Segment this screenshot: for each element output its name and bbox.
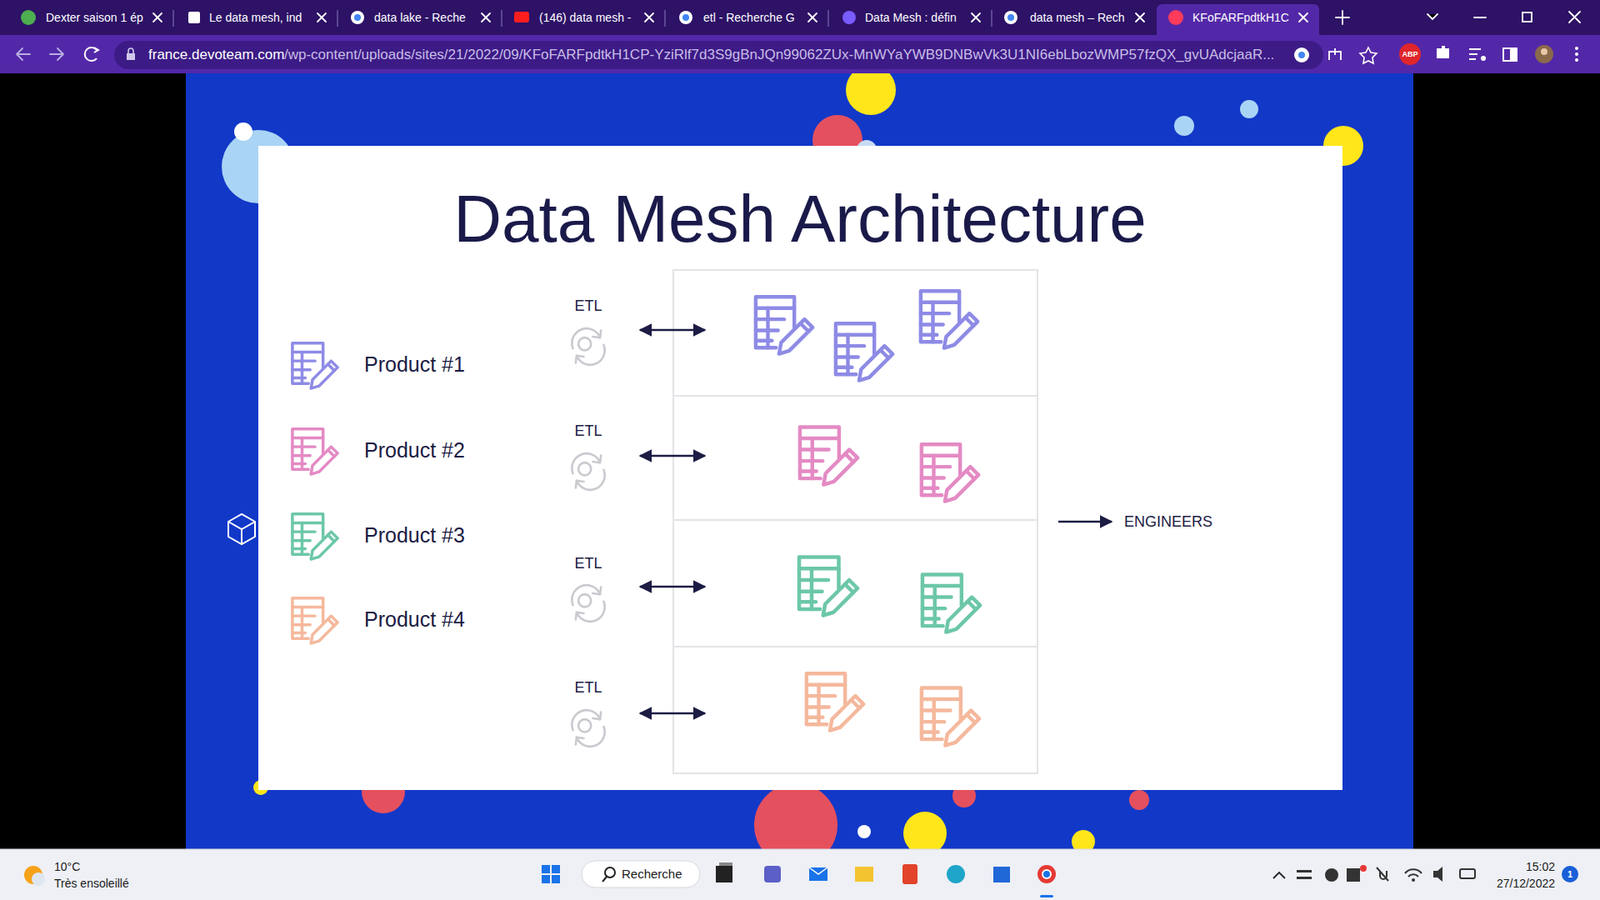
browser-tab-title: data lake - Reche: [374, 10, 466, 25]
browser-tab-title: (146) data mesh -: [539, 10, 632, 25]
extension-badge: ABP: [1401, 50, 1418, 59]
url-path: /wp-content/uploads/sites/21/2022/09/KFo…: [284, 46, 1275, 64]
weather-text: Très ensoleillé: [54, 876, 130, 890]
product-label: Product #4: [364, 607, 465, 632]
url-domain: france.devoteam.com: [148, 46, 285, 64]
browser-tab-title: Dexter saison 1 ép: [45, 10, 144, 25]
etl-label: ETL: [574, 422, 602, 440]
browser-tab-title: Le data mesh, ind: [209, 10, 302, 25]
diagram-art: [292, 270, 1112, 774]
etl-label: ETL: [574, 555, 602, 573]
browser-chrome: [0, 0, 1600, 74]
product-label: Product #3: [364, 523, 465, 548]
taskbar: [0, 849, 1600, 900]
product-label: Product #1: [364, 352, 465, 377]
browser-tab-title: etl - Recherche G: [703, 10, 795, 25]
clock-time: 15:02: [1525, 860, 1555, 874]
engineers-label: ENGINEERS: [1124, 513, 1213, 531]
etl-label: ETL: [574, 679, 602, 697]
page-background: [0, 65, 1600, 867]
browser-tab-title: data mesh – Rech: [1030, 10, 1125, 25]
browser-tab-title: Data Mesh : défin: [865, 10, 957, 25]
etl-label: ETL: [574, 297, 602, 315]
notification-count: 1: [1567, 869, 1573, 880]
weather-temp: 10°C: [54, 860, 80, 874]
clock-date: 27/12/2022: [1496, 876, 1555, 890]
browser-tab-title: KFoFARFpdtkH1C: [1192, 10, 1290, 25]
diagram-title: Data Mesh Architecture: [453, 180, 1146, 258]
search-label: Recherche: [621, 866, 683, 881]
product-label: Product #2: [364, 438, 465, 463]
